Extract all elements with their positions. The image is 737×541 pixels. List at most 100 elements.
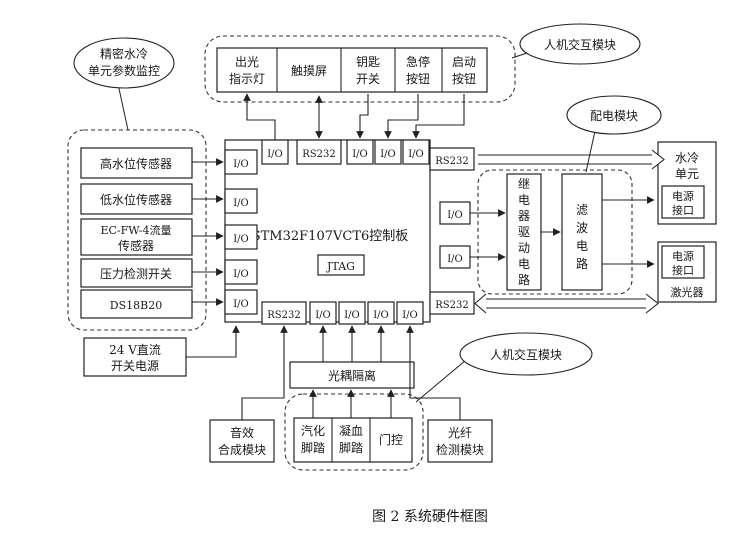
bottom-device-row: 汽化 脚踏 凝血 脚踏 门控 (293, 417, 413, 463)
top-device-start: 启动 (452, 55, 476, 69)
right-port-label: RS232 (435, 156, 468, 167)
sensor-label: DS18B20 (110, 299, 162, 312)
svg-text:继: 继 (518, 177, 530, 191)
water-unit-label: 水冷 (675, 151, 699, 165)
bottom-device-label-2: 脚踏 (339, 440, 363, 455)
figure-caption: 图 2 系统硬件框图 (372, 509, 488, 525)
svg-text:路: 路 (576, 256, 588, 271)
svg-text:配电模块: 配电模块 (590, 109, 638, 123)
laser-power-port (661, 245, 705, 279)
water-unit-power-port (661, 185, 705, 219)
top-port-label: I/O (380, 149, 396, 160)
bottom-port (396, 301, 424, 325)
left-port (224, 149, 258, 175)
svg-text:单元参数监控: 单元参数监控 (88, 63, 160, 78)
sensor-group (67, 129, 207, 331)
bottom-port-label: I/O (373, 310, 389, 321)
svg-text:器: 器 (518, 209, 530, 223)
top-device-key-2: 开关 (356, 72, 380, 86)
svg-text:人机交互模块: 人机交互模块 (544, 37, 616, 52)
bottom-port (309, 301, 337, 325)
bottom-port-label: I/O (402, 310, 418, 321)
right-port-label: I/O (447, 254, 463, 265)
optocoupler-label: 光耦隔离 (328, 368, 376, 383)
sensor-label: EC-FW-4流量 (100, 223, 171, 237)
left-port (224, 259, 258, 285)
laser-port-label-2: 接口 (672, 264, 694, 277)
audio-label: 音效 (230, 425, 254, 440)
bottom-port-label: I/O (315, 310, 331, 321)
callout-hmi-top: 人机交互模块 (511, 23, 641, 65)
optocoupler-box (289, 361, 415, 389)
top-device-row: 出光 指示灯 触摸屏 钥匙 开关 急停 按钮 启动 按钮 (216, 47, 488, 93)
top-device-estop: 急停 (406, 54, 430, 69)
top-port (402, 139, 430, 165)
filter-label: 滤 波 电 路 (576, 203, 588, 271)
laser-port-label: 电源 (672, 249, 694, 263)
svg-text:人机交互模块: 人机交互模块 (490, 347, 562, 362)
left-port-label: I/O (233, 234, 249, 245)
top-device-estop-2: 按钮 (406, 71, 430, 86)
rs232-link-laser (474, 293, 659, 314)
water-port-label: 电源 (672, 189, 694, 203)
callout-monitor: 精密水冷 单元参数监控 (73, 37, 175, 131)
hmi-top-group (204, 35, 516, 103)
top-port-label: I/O (352, 149, 368, 160)
top-port-label: RS232 (302, 149, 335, 160)
rs232-link-water (478, 149, 665, 170)
relay-label: 继 电 器 驱 动 电 路 (518, 177, 530, 287)
water-unit-label-2: 单元 (675, 167, 699, 181)
left-port-label: I/O (233, 159, 249, 170)
top-device-indicator-2: 指示灯 (229, 71, 265, 86)
top-device-touchscreen: 触摸屏 (291, 64, 327, 78)
power-supply-label: 24 V直流 (109, 343, 161, 357)
sensor-list: 高水位传感器 低水位传感器 EC-FW-4流量 传感器 压力检测开关 DS18B… (80, 147, 193, 319)
bottom-port-label: I/O (344, 310, 360, 321)
fiber-box (427, 419, 493, 463)
top-port-label: I/O (408, 149, 424, 160)
bottom-device-label: 汽化 (301, 423, 325, 438)
sensor-label: 高水位传感器 (100, 156, 172, 171)
jtag-box (317, 254, 365, 276)
svg-text:电: 电 (518, 257, 530, 271)
top-port (346, 139, 374, 165)
right-port-label: I/O (447, 210, 463, 221)
filter-box (561, 173, 603, 291)
sensor-label-2: 传感器 (118, 238, 154, 253)
left-port-group: I/O I/O I/O I/O I/O (224, 149, 258, 315)
bottom-device-label-2: 脚踏 (301, 440, 325, 455)
left-port (224, 188, 258, 214)
left-port-label: I/O (233, 299, 249, 310)
top-device-key: 钥匙 (356, 55, 380, 69)
bottom-port-group: RS232 I/O I/O I/O I/O (261, 301, 424, 325)
svg-text:动: 动 (518, 241, 530, 255)
bottom-port (338, 301, 366, 325)
bottom-port-label: RS232 (267, 310, 300, 321)
controller-title: STM32F107VCT6控制板 (252, 229, 409, 244)
jtag-label: JTAG (326, 260, 355, 273)
power-supply-label-2: 开关电源 (111, 359, 159, 373)
right-port (429, 291, 475, 315)
callout-power-dist: 配电模块 (566, 95, 662, 173)
svg-text:精密水冷: 精密水冷 (100, 46, 148, 61)
power-dist-group (477, 169, 633, 295)
callout-hmi-bottom: 人机交互模块 (415, 332, 593, 403)
svg-text:电: 电 (576, 239, 588, 253)
fiber-label-2: 检测模块 (436, 442, 484, 457)
svg-text:驱: 驱 (518, 225, 530, 239)
left-port (224, 224, 258, 250)
svg-text:电: 电 (518, 193, 530, 207)
bottom-port (367, 301, 395, 325)
relay-driver-box (506, 173, 542, 291)
svg-text:波: 波 (576, 221, 588, 235)
bottom-port (261, 301, 307, 325)
right-port (429, 147, 475, 171)
svg-text:滤: 滤 (576, 203, 588, 217)
fiber-label: 光纤 (448, 426, 472, 440)
bottom-device-label: 门控 (379, 432, 403, 447)
top-device-start-2: 按钮 (452, 71, 476, 86)
power-supply-box (83, 337, 187, 377)
top-port-group: I/O RS232 I/O I/O I/O (261, 139, 430, 165)
sensor-label: 低水位传感器 (100, 192, 172, 207)
